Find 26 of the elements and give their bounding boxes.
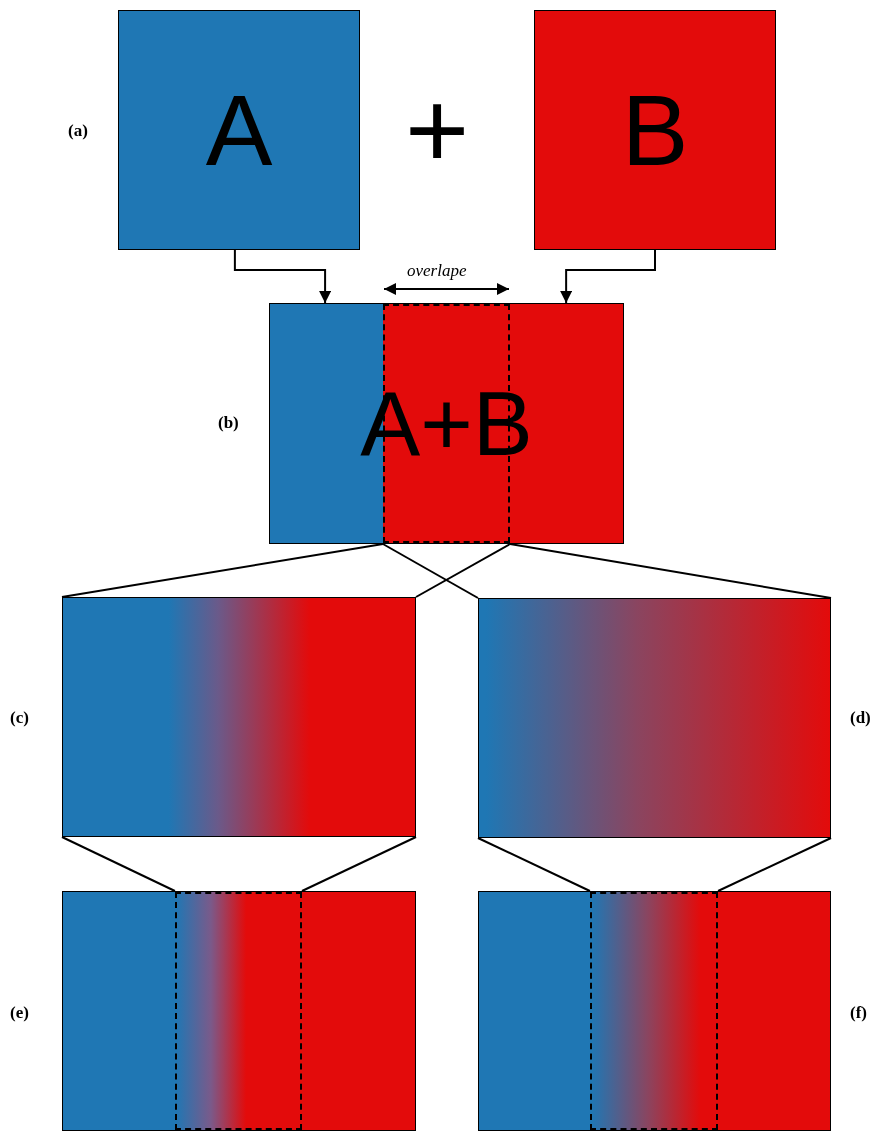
- zoom-line: [415, 543, 512, 598]
- panel-tag: (c): [10, 709, 29, 726]
- gradient-panel: [62, 891, 416, 1131]
- zoom-line: [381, 543, 479, 599]
- gradient-panel: [478, 891, 831, 1131]
- zoom-line: [509, 543, 832, 599]
- zoom-line: [477, 837, 591, 892]
- plus-sign: +: [405, 75, 470, 185]
- panel-tag: (e): [10, 1004, 29, 1021]
- square-box: [118, 10, 360, 250]
- arrow: [233, 249, 332, 304]
- zoom-line: [61, 543, 384, 598]
- arrow: [560, 249, 656, 304]
- gradient-panel: [62, 597, 416, 837]
- box-letter: A: [205, 80, 273, 180]
- zoom-line: [301, 836, 417, 892]
- square-box: [534, 10, 776, 250]
- zoom-line: [61, 836, 176, 892]
- dimension-label: overlape: [407, 262, 467, 279]
- gradient-panel: [478, 598, 831, 838]
- panel-tag: (d): [850, 709, 871, 726]
- panel-tag: (b): [218, 414, 239, 431]
- panel-tag: (a): [68, 122, 88, 139]
- panel-tag: (f): [850, 1004, 867, 1021]
- box-letter: B: [621, 80, 689, 180]
- zoom-line: [717, 837, 832, 892]
